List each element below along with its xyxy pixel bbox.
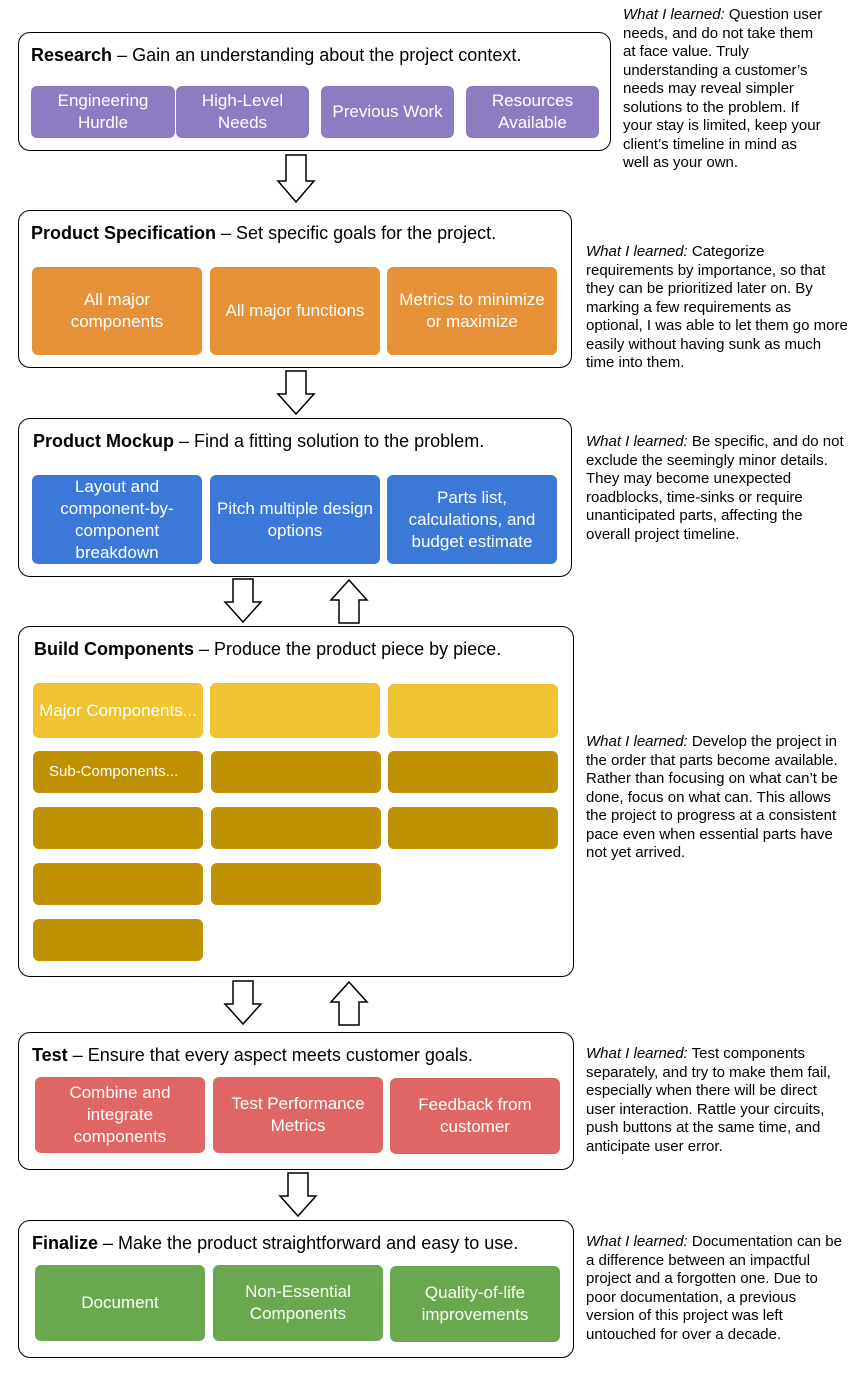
box-sub-component xyxy=(211,863,381,905)
box-pitch-design-options: Pitch multiple design options xyxy=(210,475,380,564)
learned-note-spec: What I learned: Categorize requirements … xyxy=(586,243,848,371)
learned-note-finalize: What I learned: Documentation can be a d… xyxy=(586,1233,842,1343)
box-sub-component xyxy=(33,863,203,905)
learned-note-research: What I learned: Question user needs, and… xyxy=(623,6,823,171)
box-major-components: Major Components... xyxy=(33,683,203,738)
box-layout-breakdown: Layout and component-by-component breakd… xyxy=(32,475,202,564)
box-high-level-needs: High-Level Needs xyxy=(176,86,309,138)
down-arrow-icon xyxy=(276,370,316,416)
box-sub-component xyxy=(211,751,381,793)
box-parts-list-budget: Parts list, calculations, and budget est… xyxy=(387,475,557,564)
stage-title: Build Components – Produce the product p… xyxy=(34,639,502,659)
stage-research: Research – Gain an understanding about t… xyxy=(18,32,611,151)
down-arrow-icon xyxy=(223,980,263,1026)
box-sub-component xyxy=(33,807,203,849)
stage-title: Test – Ensure that every aspect meets cu… xyxy=(32,1045,473,1065)
box-sub-component xyxy=(33,919,203,961)
box-feedback-from-customer: Feedback from customer xyxy=(390,1078,560,1154)
box-non-essential-components: Non-Essential Components xyxy=(213,1265,383,1341)
box-metrics-to-minimize: Metrics to minimize or maximize xyxy=(387,267,557,355)
box-combine-integrate: Combine and integrate components xyxy=(35,1077,205,1153)
box-previous-work: Previous Work xyxy=(321,86,454,138)
box-document: Document xyxy=(35,1265,205,1341)
box-quality-of-life: Quality-of-life improvements xyxy=(390,1266,560,1342)
stage-title: Product Mockup – Find a fitting solution… xyxy=(33,431,485,451)
up-arrow-icon xyxy=(329,980,369,1026)
stage-title: Research – Gain an understanding about t… xyxy=(31,45,522,65)
stage-title: Finalize – Make the product straightforw… xyxy=(32,1233,519,1253)
stage-product-mockup: Product Mockup – Find a fitting solution… xyxy=(18,418,572,577)
down-arrow-icon xyxy=(278,1172,318,1218)
box-sub-component xyxy=(388,751,558,793)
stage-test: Test – Ensure that every aspect meets cu… xyxy=(18,1032,574,1170)
up-arrow-icon xyxy=(329,578,369,624)
box-sub-component xyxy=(388,807,558,849)
box-test-performance-metrics: Test Performance Metrics xyxy=(213,1077,383,1153)
stage-title: Product Specification – Set specific goa… xyxy=(31,223,497,243)
box-major-component xyxy=(210,683,380,738)
learned-note-build: What I learned: Develop the project in t… xyxy=(586,733,838,861)
box-resources-available: Resources Available xyxy=(466,86,599,138)
stage-finalize: Finalize – Make the product straightforw… xyxy=(18,1220,574,1358)
stage-product-specification: Product Specification – Set specific goa… xyxy=(18,210,572,368)
box-sub-components: Sub-Components... xyxy=(33,751,203,793)
box-all-major-components: All major components xyxy=(32,267,202,355)
learned-note-mockup: What I learned: Be specific, and do not … xyxy=(586,433,844,543)
box-major-component xyxy=(388,684,558,738)
box-sub-component xyxy=(211,807,381,849)
down-arrow-icon xyxy=(276,154,316,204)
box-engineering-hurdle: Engineering Hurdle xyxy=(31,86,175,138)
learned-note-test: What I learned: Test components separate… xyxy=(586,1045,831,1155)
down-arrow-icon xyxy=(223,578,263,624)
box-all-major-functions: All major functions xyxy=(210,267,380,355)
stage-build-components: Build Components – Produce the product p… xyxy=(18,626,574,977)
